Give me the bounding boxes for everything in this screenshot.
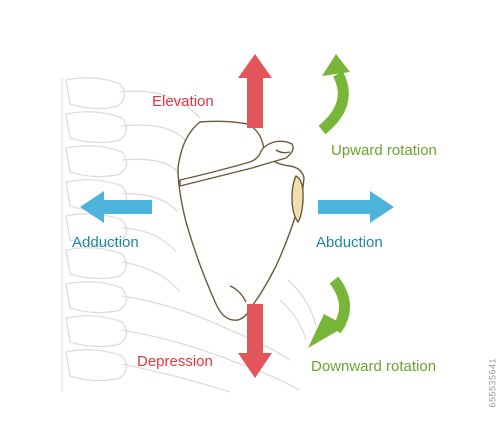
- label-adduction: Adduction: [72, 234, 139, 251]
- stock-id-watermark: 655535641: [488, 358, 498, 408]
- upward-rotation-arrow: [318, 54, 350, 135]
- adduction-arrow: [80, 191, 152, 223]
- label-abduction: Abduction: [316, 234, 383, 251]
- label-elevation: Elevation: [152, 93, 214, 110]
- label-upward-rotation: Upward rotation: [331, 142, 437, 159]
- label-downward-rotation: Downward rotation: [311, 358, 437, 375]
- scapula-bone: [177, 120, 305, 321]
- label-depression: Depression: [137, 353, 213, 370]
- depression-arrow: [238, 304, 272, 378]
- downward-rotation-arrow: [308, 276, 350, 348]
- elevation-arrow: [238, 54, 272, 128]
- abduction-arrow: [318, 191, 394, 223]
